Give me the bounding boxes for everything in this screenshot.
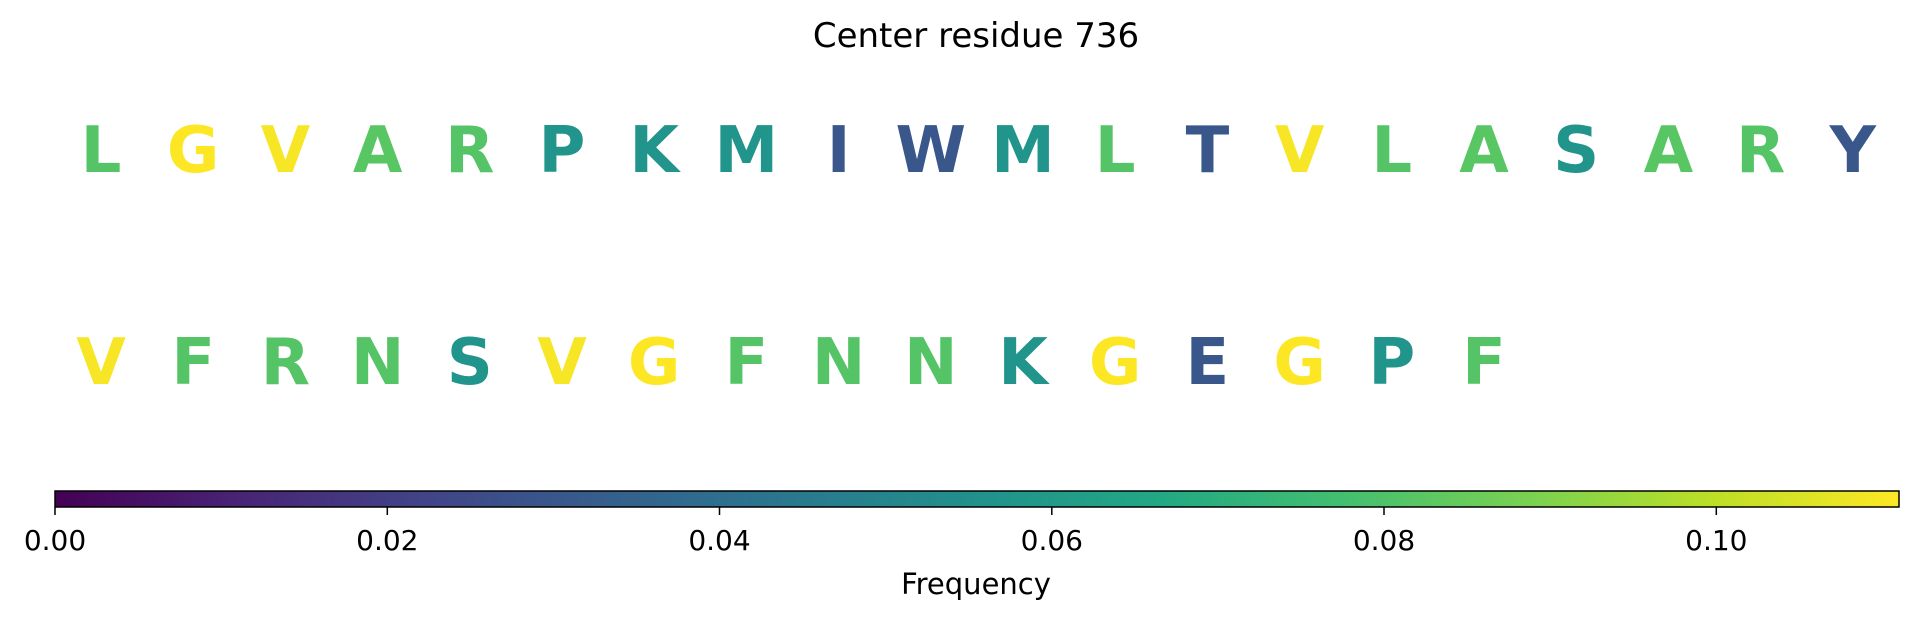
residue-letter: G (1273, 326, 1326, 400)
residue-letter: K (629, 114, 681, 188)
residue-letter: A (353, 114, 403, 188)
residue-letter: V (1275, 114, 1325, 188)
residue-letter: R (1736, 114, 1785, 188)
colorbar-tick-label: 0.08 (1353, 524, 1415, 557)
residue-letter: Y (1829, 114, 1877, 188)
chart-title: Center residue 736 (813, 16, 1139, 56)
residue-letter: L (1095, 114, 1136, 188)
residue-letter: I (827, 114, 851, 188)
residue-letter: L (1371, 114, 1412, 188)
residue-letter: G (1089, 326, 1142, 400)
residue-letter: F (171, 326, 215, 400)
residue-letter: M (715, 114, 779, 188)
colorbar-tick-label: 0.10 (1685, 524, 1747, 557)
residue-letter: L (81, 114, 122, 188)
colorbar-tick-label: 0.06 (1021, 524, 1083, 557)
residue-letter: N (904, 326, 958, 400)
residue-letter: S (1553, 114, 1599, 188)
colorbar (54, 490, 1900, 508)
colorbar-tick-label: 0.04 (688, 524, 750, 557)
colorbar-ticks: 0.00 0.02 0.04 0.06 0.08 0.10 (24, 507, 1747, 557)
colorbar-tick-label: 0.02 (356, 524, 418, 557)
residue-letter: P (539, 114, 586, 188)
residue-letter: F (1462, 326, 1506, 400)
residue-letter: K (998, 326, 1050, 400)
residue-letter: E (1186, 326, 1230, 400)
residue-letter: S (447, 326, 493, 400)
residue-letter: F (725, 326, 769, 400)
residue-letter: R (445, 114, 494, 188)
residue-letter: P (1368, 326, 1415, 400)
residue-letter: A (1459, 114, 1509, 188)
residue-letter: V (261, 114, 311, 188)
residue-letter: N (351, 326, 405, 400)
residue-letter: G (167, 114, 220, 188)
colorbar-label: Frequency (901, 567, 1051, 601)
residue-letter: N (812, 326, 866, 400)
residue-letter: V (537, 326, 587, 400)
residue-letter: A (1644, 114, 1694, 188)
residue-letter: T (1186, 114, 1230, 188)
residue-letter: W (896, 114, 967, 188)
colorbar-tick-label: 0.00 (24, 524, 86, 557)
residue-letter: M (991, 114, 1055, 188)
residue-letter: G (628, 326, 681, 400)
residue-letter: R (261, 326, 310, 400)
residue-letter: V (76, 326, 126, 400)
